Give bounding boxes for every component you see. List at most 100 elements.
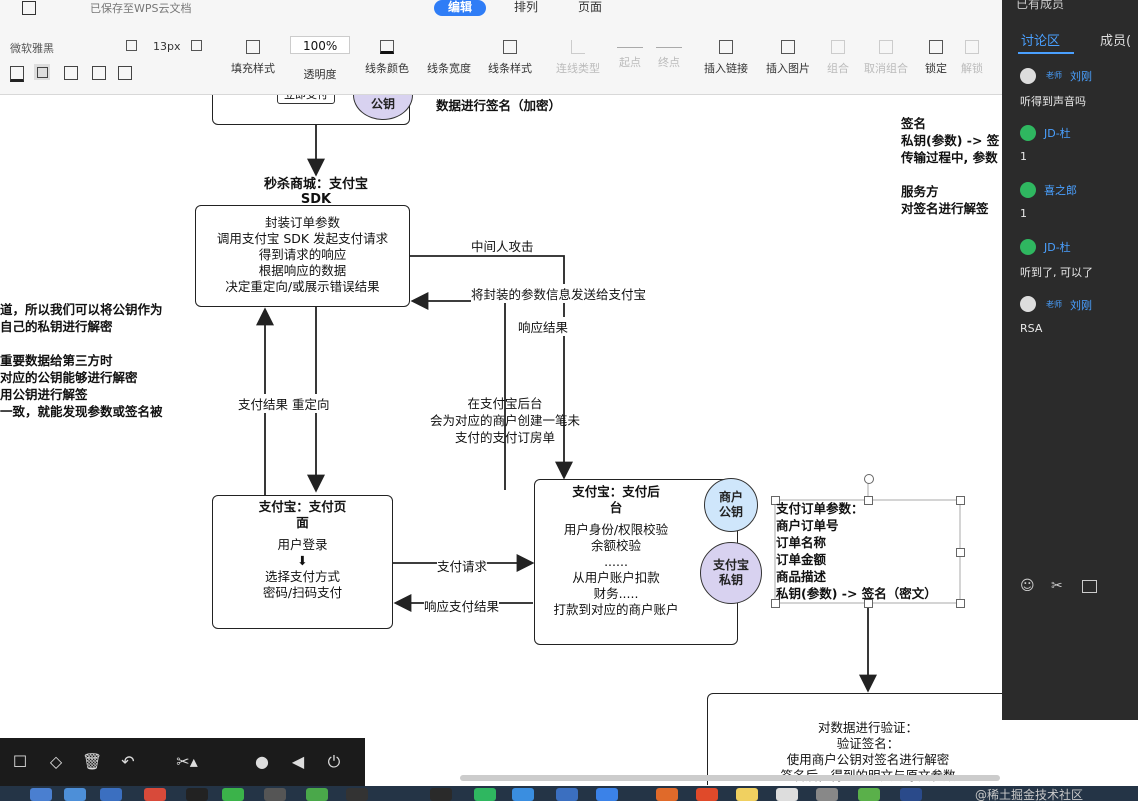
insert-link-label: 插入链接	[704, 62, 748, 75]
power-icon[interactable]: ⏻	[327, 752, 341, 771]
square-icon[interactable]: ☐	[12, 752, 28, 771]
discussion-panel: 已有成员 讨论区 成员( 老师 刘刚 听得到声音吗 JD-杜 1 喜之郎 1 J…	[1002, 0, 1138, 720]
font-size-field[interactable]: 13px	[153, 40, 181, 53]
ungroup-button[interactable]: 取消组合	[860, 40, 912, 76]
line-width-button[interactable]: 线条宽度	[423, 40, 475, 76]
resize-handle[interactable]	[956, 599, 965, 608]
message-role-tag: 老师	[1046, 300, 1062, 309]
order-params-line: 支付订单参数：	[776, 501, 864, 516]
document-icon[interactable]	[22, 1, 36, 15]
font-dropdown-icon[interactable]	[126, 40, 137, 51]
horizontal-scrollbar[interactable]	[460, 775, 1000, 781]
terminal-icon[interactable]	[430, 788, 452, 801]
sdk-box[interactable]: 封装订单参数 调用支付宝 SDK 发起支付请求 得到请求的响应 根据响应的数据 …	[195, 205, 410, 307]
backend-title-cont: 台	[609, 500, 623, 515]
verify-box[interactable]: 对数据进行验证： 验证签名： 使用商户公钥对签名进行解密 签名后，得到的明文与原…	[707, 693, 1002, 785]
merchant-public-key-circle[interactable]: 商户公钥	[704, 478, 758, 532]
line-style-button[interactable]: 线条样式	[484, 40, 536, 76]
folder-icon[interactable]	[736, 788, 758, 801]
label-mitm: 中间人攻击	[471, 236, 534, 255]
rotate-handle[interactable]	[864, 474, 874, 484]
trash-icon[interactable]: 🗑	[82, 752, 103, 771]
lock-button[interactable]: 锁定	[910, 40, 962, 76]
italic-icon[interactable]	[34, 64, 50, 80]
sdk-line: 决定重定向/或展示错误结果	[225, 279, 380, 294]
resize-handle[interactable]	[956, 496, 965, 505]
app-icon[interactable]	[222, 788, 244, 801]
end-point-button[interactable]: 终点	[643, 40, 695, 70]
tab-discussion[interactable]: 讨论区	[1021, 34, 1061, 49]
diagram-canvas[interactable]: 立即支付 公钥 数据进行签名（加密） 秒杀商城：支付宝 SDK 封装订单参数 调…	[0, 95, 1002, 785]
right-note-line: 私钥(参数) -> 签	[901, 133, 1000, 148]
app-icon[interactable]	[306, 788, 328, 801]
align-icon[interactable]	[92, 66, 106, 80]
verify-line: 验证签名：	[836, 736, 900, 751]
app-icon[interactable]	[816, 788, 838, 801]
app-icon[interactable]	[264, 788, 286, 801]
text-color-icon[interactable]	[118, 66, 132, 80]
app-icon[interactable]	[596, 788, 618, 801]
undo-icon[interactable]: ↶	[121, 752, 135, 771]
insert-image-label: 插入图片	[766, 62, 810, 75]
font-size-dropdown-icon[interactable]	[191, 40, 202, 51]
underline-icon[interactable]	[64, 66, 78, 80]
app-icon[interactable]	[30, 788, 52, 801]
pay-now-label: 立即支付	[277, 95, 335, 104]
eraser-icon[interactable]: ◇	[49, 752, 63, 771]
message-author: 喜之郎	[1044, 184, 1077, 197]
left-note: 道，所以我们可以将公钥作为 自己的私钥进行解密 重要数据给第三方时 对应的公钥能…	[0, 301, 163, 420]
resize-handle[interactable]	[956, 548, 965, 557]
microphone-icon[interactable]: ●	[255, 752, 269, 771]
resize-handle[interactable]	[771, 599, 780, 608]
save-status: 已保存至WPS云文档	[90, 2, 192, 15]
resize-handle[interactable]	[864, 496, 873, 505]
app-icon[interactable]	[656, 788, 678, 801]
tools-icon[interactable]: ✂▴	[176, 752, 198, 771]
app-icon[interactable]	[144, 788, 166, 801]
tab-arrange[interactable]: 排列	[514, 0, 539, 14]
insert-link-button[interactable]: 插入链接	[700, 40, 752, 76]
resize-handle[interactable]	[864, 599, 873, 608]
down-arrow-icon: ⬇	[297, 553, 308, 568]
wechat-avatar-icon	[1020, 239, 1036, 255]
font-name-select[interactable]: 微软雅黑	[10, 42, 54, 55]
connector-type-button[interactable]: 连线类型	[552, 40, 604, 76]
left-note-line: 对应的公钥能够进行解密	[0, 370, 138, 385]
top-key-label: 公钥	[370, 96, 395, 111]
app-icon[interactable]	[776, 788, 798, 801]
group-button[interactable]: 组合	[812, 40, 864, 76]
app-icon[interactable]	[100, 788, 122, 801]
insert-image-button[interactable]: 插入图片	[762, 40, 814, 76]
app-icon[interactable]	[512, 788, 534, 801]
wechat-icon[interactable]	[474, 788, 496, 801]
line-color-button[interactable]: 线条颜色	[361, 40, 413, 76]
backend-line: 余额校验	[590, 538, 641, 553]
pay-page-box[interactable]: 支付宝：支付页 面 用户登录 ⬇ 选择支付方式 密码/扫码支付	[212, 495, 393, 629]
app-icon[interactable]	[858, 788, 880, 801]
app-icon[interactable]	[346, 788, 368, 801]
scissors-icon[interactable]: ✂	[1051, 578, 1063, 594]
app-icon[interactable]	[64, 788, 86, 801]
message-author: JD-杜	[1044, 241, 1071, 254]
tab-members[interactable]: 成员(	[1100, 34, 1132, 49]
alipay-private-key-circle[interactable]: 支付宝私钥	[700, 542, 762, 604]
unlock-button[interactable]: 解锁	[946, 40, 998, 76]
app-icon[interactable]	[556, 788, 578, 801]
fill-style-button[interactable]: 填充样式	[227, 40, 279, 76]
bold-icon[interactable]	[10, 66, 24, 82]
tab-page[interactable]: 页面	[578, 0, 603, 14]
speaker-icon[interactable]: ◀	[291, 752, 305, 771]
tab-edit[interactable]: 编辑	[434, 0, 487, 16]
wps-icon[interactable]	[696, 788, 718, 801]
resize-handle[interactable]	[771, 496, 780, 505]
opacity-label-wrap: 透明度	[294, 66, 346, 82]
image-icon[interactable]	[1082, 580, 1097, 593]
order-params-text[interactable]: 支付订单参数： 商户订单号 订单名称 订单金额 商品描述 私钥(参数) -> 签…	[776, 500, 937, 602]
app-icon[interactable]	[186, 788, 208, 801]
app-icon[interactable]	[900, 788, 922, 801]
opacity-field[interactable]: 100%	[290, 36, 350, 54]
ungroup-icon	[879, 40, 893, 54]
start-point-button[interactable]: 起点	[604, 40, 656, 70]
emoji-icon[interactable]: ☺	[1020, 578, 1035, 594]
backend-note: 在支付宝后台 会为对应的商户创建一笔未 支付的支付订房单	[420, 395, 590, 446]
